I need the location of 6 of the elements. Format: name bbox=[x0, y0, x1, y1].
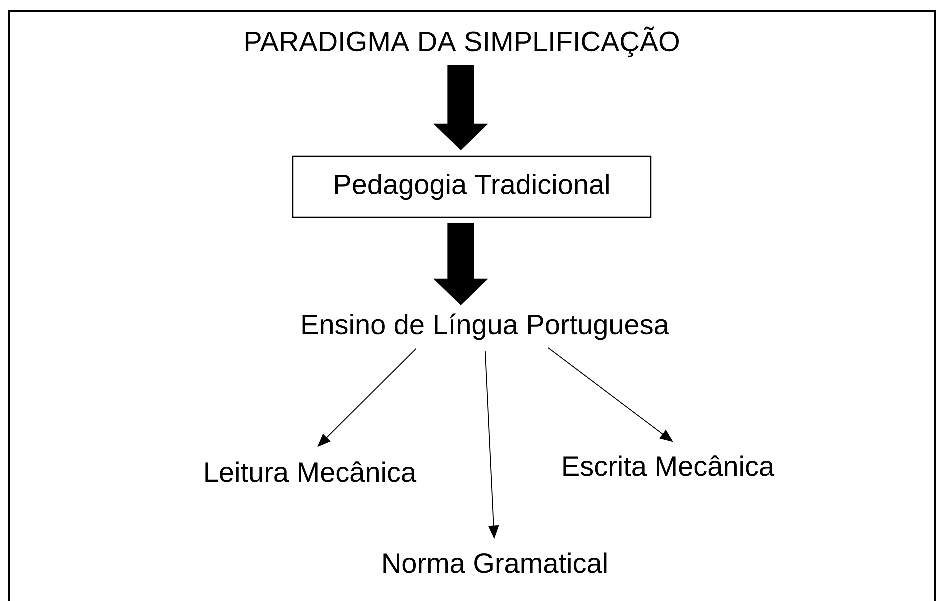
text-label: Ensino de Língua Portuguesa bbox=[302, 314, 670, 340]
text-label: Leitura Mecânica bbox=[206, 462, 417, 482]
text-label: PARADIGMA DA SIMPLIFICAÇÃO bbox=[246, 26, 679, 58]
process-box: Pedagogia Tradicional bbox=[292, 156, 652, 218]
text-label: Escrita Mecânica bbox=[564, 456, 775, 476]
text-label: Norma Gramatical bbox=[384, 552, 607, 574]
